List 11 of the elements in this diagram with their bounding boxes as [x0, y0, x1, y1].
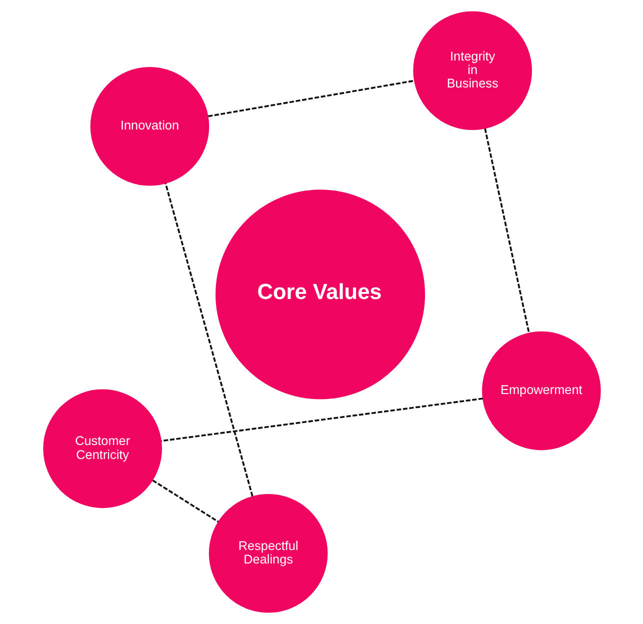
node-circle: Core Values	[215, 190, 425, 400]
node-circle: Integrity in Business	[412, 11, 532, 130]
node-circle: Respectful Dealings	[208, 494, 328, 613]
connector	[484, 128, 530, 334]
connector	[152, 480, 218, 523]
node-circle: Innovation	[90, 66, 209, 186]
connector	[164, 183, 253, 496]
node-circle: Customer Centricity	[42, 389, 162, 508]
connector	[208, 80, 414, 118]
connector	[160, 398, 483, 442]
node-circle: Empowerment	[482, 331, 600, 450]
